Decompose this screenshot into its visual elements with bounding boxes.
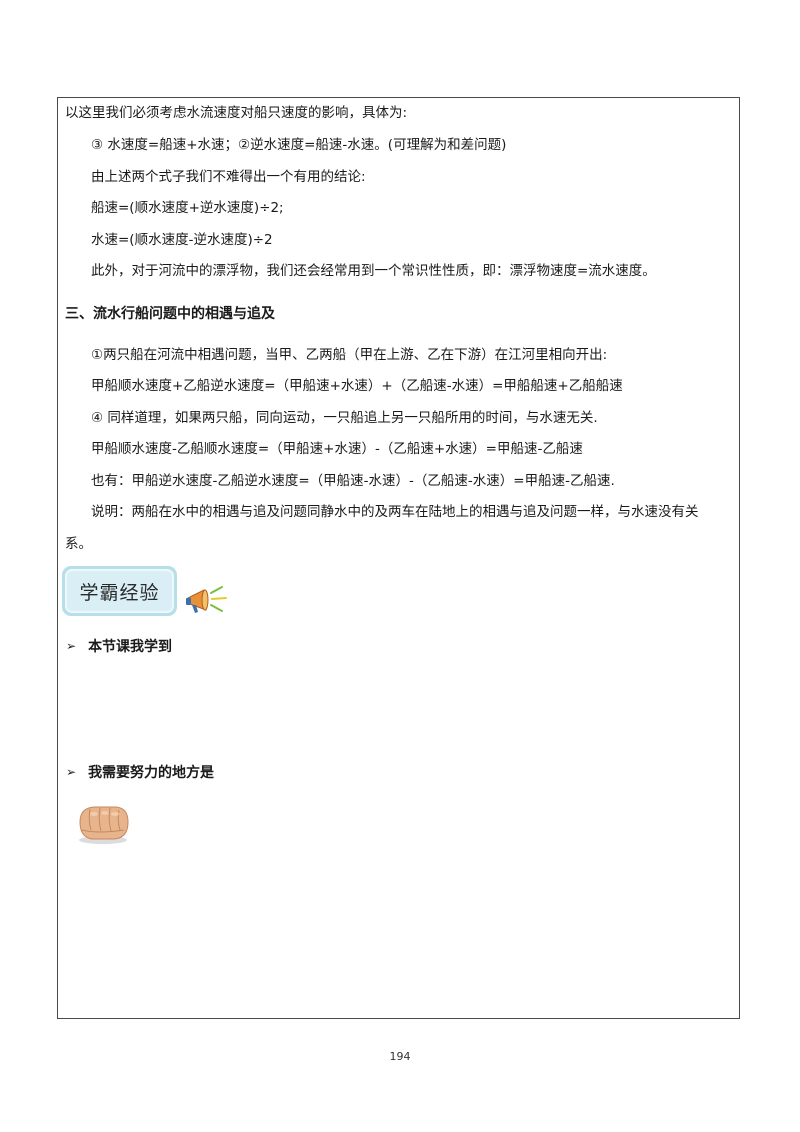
chase-formula-2: 也有：甲船逆水速度-乙船逆水速度=（甲船速-水速）-（乙船速-水速）=甲船速-乙… [91, 473, 615, 489]
chase-formula-1: 甲船顺水速度-乙船顺水速度=（甲船速+水速）-（乙船速+水速）=甲船速-乙船速 [91, 441, 583, 457]
water-speed-formula: 水速=(顺水速度-逆水速度)÷2 [91, 232, 273, 248]
explanation-line-2: 系。 [65, 536, 92, 552]
intro-line: 以这里我们必须考虑水流速度对船只速度的影响，具体为: [65, 105, 408, 121]
learned-bullet: ➢ 本节课我学到 [66, 636, 172, 656]
fist-icon [79, 806, 129, 844]
improve-label: 我需要努力的地方是 [88, 765, 215, 781]
experience-badge-label: 学霸经验 [65, 569, 174, 613]
megaphone-icon [186, 586, 227, 613]
page-number: 194 [389, 1050, 411, 1063]
meeting-formula: 甲船顺水速度+乙船逆水速度=（甲船速+水速）+（乙船速-水速）=甲船船速+乙船船… [91, 378, 623, 394]
improve-bullet: ➢ 我需要努力的地方是 [66, 762, 214, 782]
bullet-arrow-icon: ➢ [66, 765, 77, 779]
learned-label: 本节课我学到 [88, 639, 173, 655]
experience-badge: 学霸经验 [62, 566, 177, 616]
conclusion-intro: 由上述两个式子我们不难得出一个有用的结论: [91, 169, 366, 185]
boat-speed-formula: 船速=(顺水速度+逆水速度)÷2; [91, 200, 284, 216]
bullet-arrow-icon: ➢ [66, 639, 77, 653]
chase-intro: ④ 同样道理，如果两只船，同向运动，一只船追上另一只船所用的时间，与水速无关. [91, 410, 598, 426]
section-three-heading: 三、流水行船问题中的相遇与追及 [65, 306, 275, 322]
meeting-intro: ①两只船在河流中相遇问题，当甲、乙两船（甲在上游、乙在下游）在江河里相向开出: [91, 347, 608, 363]
floating-object-note: 此外，对于河流中的漂浮物，我们还会经常用到一个常识性性质，即：漂浮物速度=流水速… [91, 263, 656, 279]
explanation-line-1: 说明：两船在水中的相遇与追及问题同静水中的及两车在陆地上的相遇与追及问题一样，与… [91, 504, 699, 520]
content-frame [57, 97, 740, 1019]
formula-line: ③ 水速度=船速+水速；②逆水速度=船速-水速。(可理解为和差问题) [91, 137, 507, 153]
